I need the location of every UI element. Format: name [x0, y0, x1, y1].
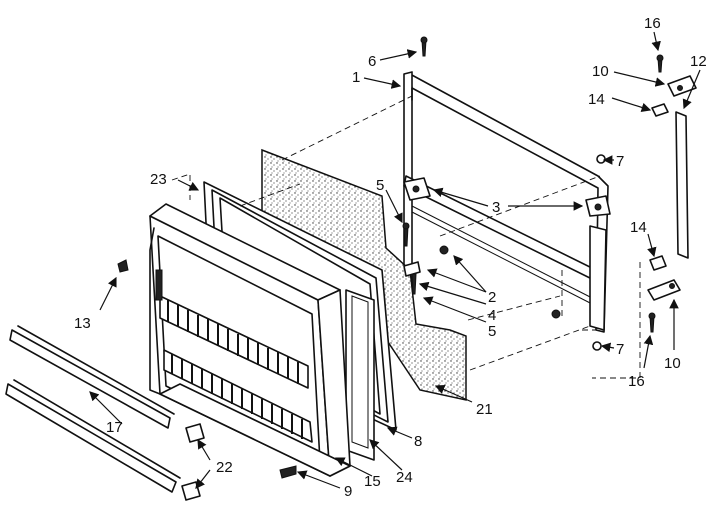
breaker-strip: [345, 289, 375, 461]
label-1: 1: [352, 69, 360, 86]
label-14-upper: 14: [588, 91, 605, 108]
label-7-lower: 7: [616, 341, 624, 358]
label-2: 2: [488, 289, 496, 306]
label-6: 6: [368, 53, 376, 70]
label-3: 3: [492, 199, 500, 216]
hinge-cover-strip: [675, 111, 689, 259]
label-22: 22: [216, 459, 233, 476]
label-24: 24: [396, 469, 413, 486]
leader-lines: [89, 31, 701, 489]
shelf-ribs: [155, 269, 313, 443]
label-5-lower: 5: [488, 323, 496, 340]
label-7-upper: 7: [616, 153, 624, 170]
label-23: 23: [150, 171, 167, 188]
screw-icons: [117, 36, 664, 479]
label-5-upper: 5: [376, 177, 384, 194]
label-16-upper: 16: [644, 15, 661, 32]
top-hinge: [667, 75, 697, 97]
top-hinge-washer: [651, 103, 669, 117]
label-9: 9: [344, 483, 352, 500]
label-15: 15: [364, 473, 381, 490]
shelf-end-cap-upper: [185, 423, 205, 443]
label-14-lower: 14: [630, 219, 647, 236]
label-12: 12: [690, 53, 707, 70]
label-4: 4: [488, 307, 496, 324]
door-shelf-lower: [5, 379, 181, 493]
label-16-lower: 16: [628, 373, 645, 390]
label-10-lower: 10: [664, 355, 681, 372]
label-13: 13: [74, 315, 91, 332]
label-8: 8: [414, 433, 422, 450]
part-labels: 6 1 3 5 2 4 5 7 7 16 10 14 12 14 10 16 2…: [74, 15, 707, 500]
hinge-bracket-right: [585, 195, 611, 217]
door-shelf-upper: [9, 325, 175, 429]
bottom-hinge-washer: [649, 255, 667, 271]
label-17: 17: [106, 419, 123, 436]
hinge-bracket-left: [403, 177, 431, 201]
label-21: 21: [476, 401, 493, 418]
label-10-upper: 10: [592, 63, 609, 80]
bottom-hinge: [647, 279, 681, 301]
shelf-end-cap-lower: [181, 481, 201, 501]
door-frame: [403, 71, 609, 333]
